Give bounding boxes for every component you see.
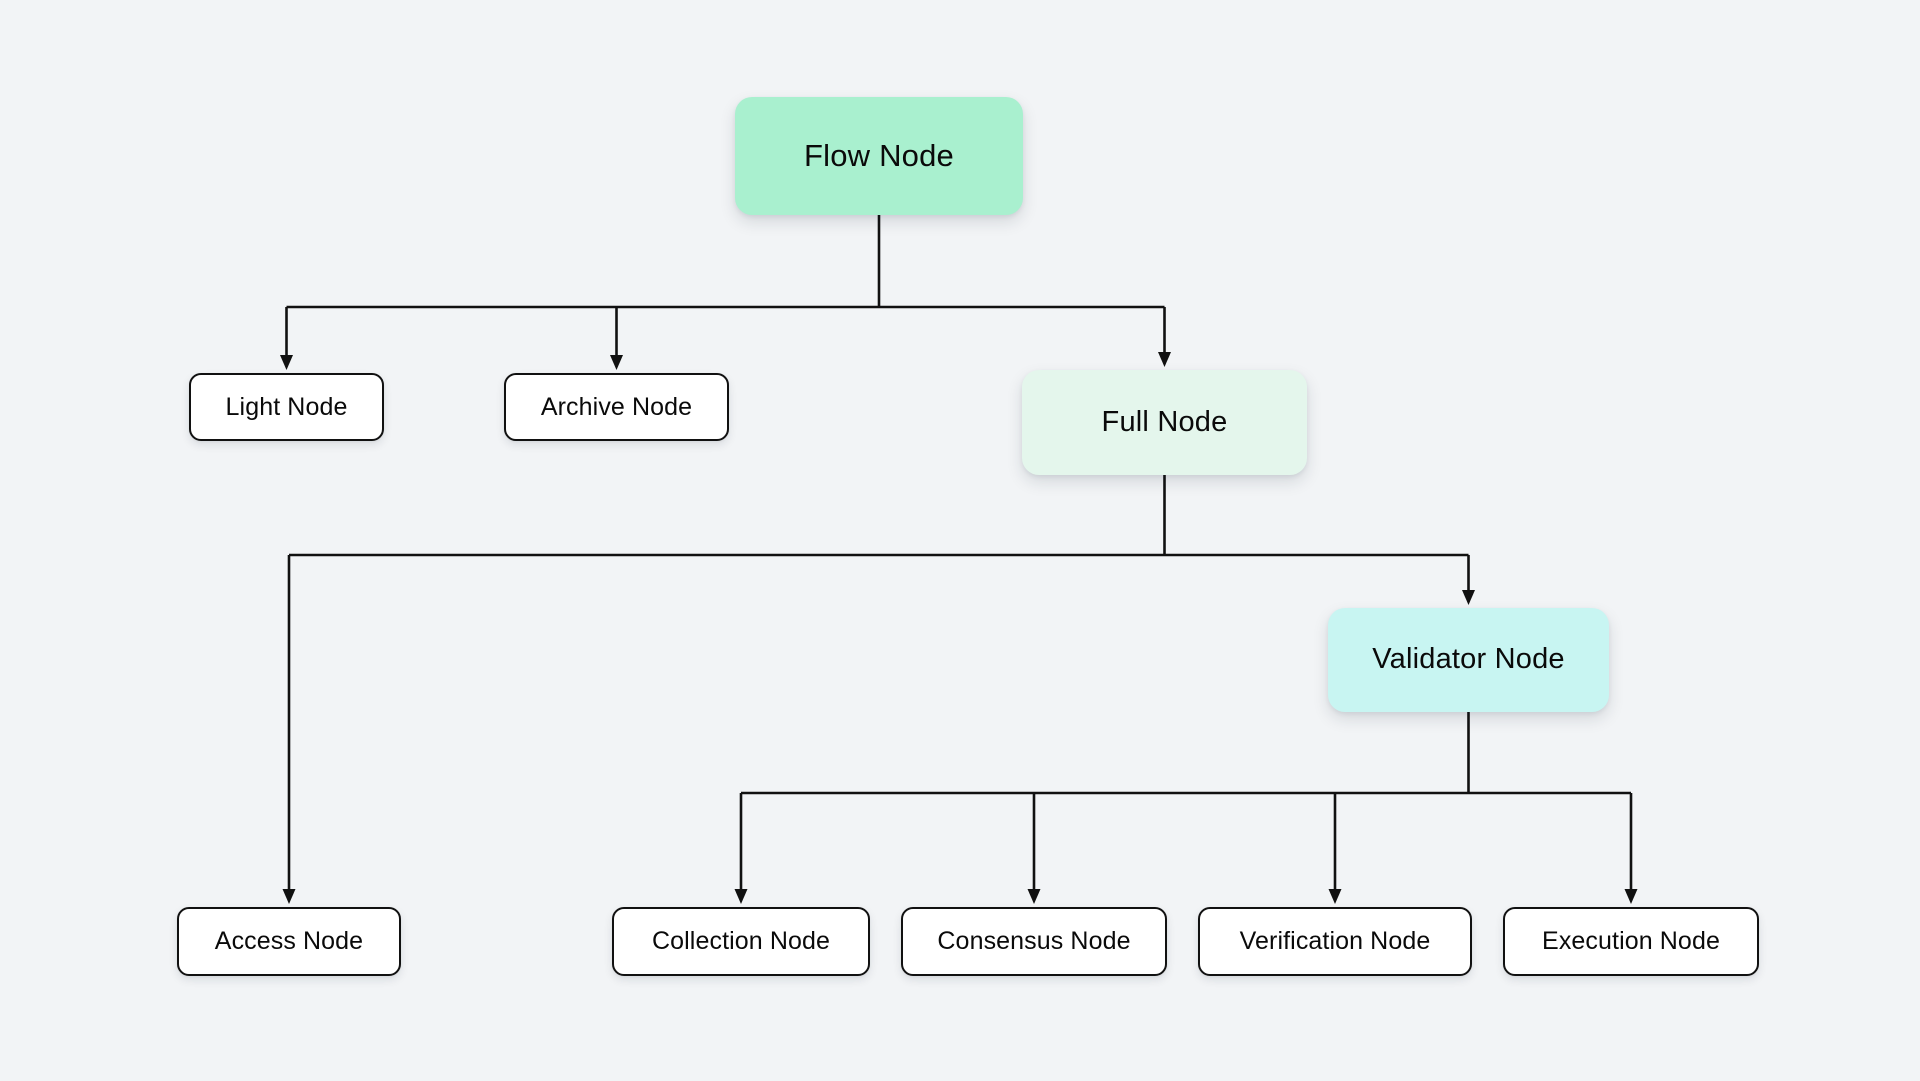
- node-light-node[interactable]: Light Node: [189, 373, 384, 441]
- arrowhead-icon-collection-node: [734, 889, 748, 904]
- node-label: Light Node: [225, 392, 348, 421]
- arrowhead-icon-full-node: [1158, 352, 1171, 367]
- node-label: Archive Node: [540, 392, 693, 421]
- node-archive-node[interactable]: Archive Node: [504, 373, 729, 441]
- node-flow-node[interactable]: Flow Node: [735, 97, 1023, 215]
- node-label: Validator Node: [1372, 643, 1565, 676]
- arrowhead-icon-consensus-node: [1027, 889, 1041, 904]
- node-label: Collection Node: [652, 927, 830, 956]
- node-label: Execution Node: [1542, 927, 1720, 956]
- node-consensus-node[interactable]: Consensus Node: [901, 907, 1167, 976]
- node-verification-node[interactable]: Verification Node: [1198, 907, 1472, 976]
- arrowhead-icon-light-node: [280, 355, 293, 370]
- arrowhead-icon-verification-node: [1328, 889, 1342, 904]
- node-label: Consensus Node: [937, 927, 1131, 956]
- node-validator-node[interactable]: Validator Node: [1328, 608, 1609, 712]
- node-label: Verification Node: [1239, 927, 1431, 956]
- arrowhead-icon-execution-node: [1624, 889, 1638, 904]
- arrowhead-icon-access-node: [282, 889, 296, 904]
- node-label: Access Node: [214, 927, 364, 956]
- node-full-node[interactable]: Full Node: [1022, 370, 1307, 475]
- node-label: Flow Node: [804, 138, 954, 174]
- node-collection-node[interactable]: Collection Node: [612, 907, 870, 976]
- arrowhead-icon-archive-node: [610, 355, 623, 370]
- arrowhead-icon-validator-node: [1462, 590, 1475, 605]
- node-access-node[interactable]: Access Node: [177, 907, 401, 976]
- node-label: Full Node: [1101, 405, 1228, 438]
- node-execution-node[interactable]: Execution Node: [1503, 907, 1759, 976]
